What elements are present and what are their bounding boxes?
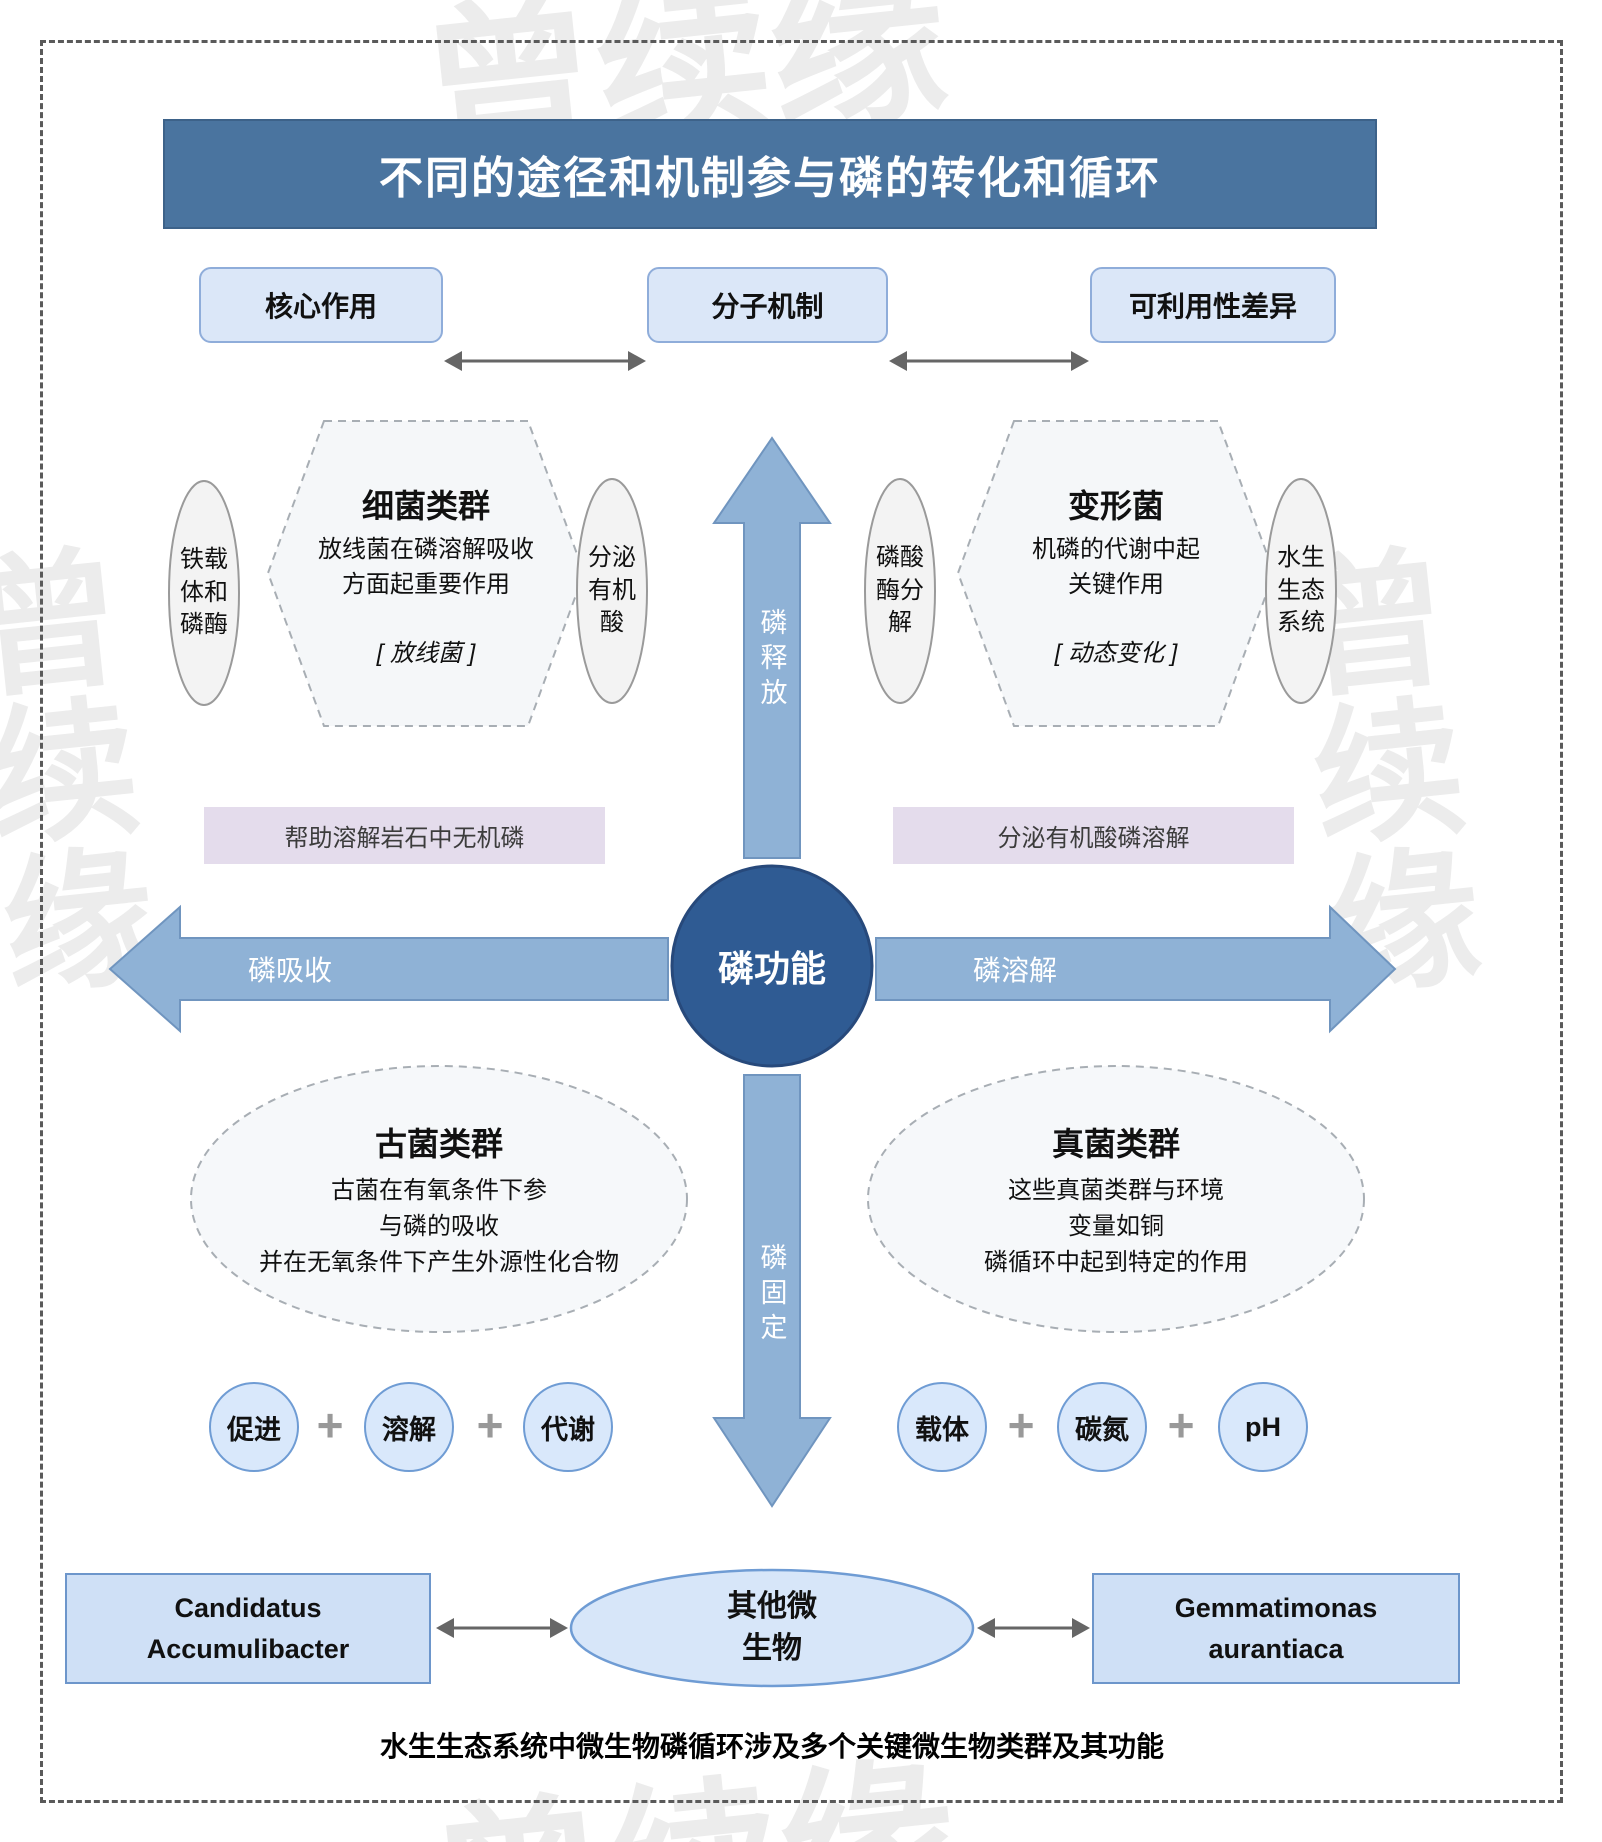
arrow-right-label: 磷溶解 <box>972 955 1057 986</box>
hexagon-bacteria-desc: 放线菌在磷溶解吸收 方面起重要作用 <box>318 536 534 599</box>
chip-carbon-nitrogen[interactable]: 碳氮 <box>1057 1382 1147 1472</box>
arrow-up-shape <box>712 436 832 859</box>
arrow-right-shape <box>875 904 1397 1034</box>
chip-dissolve[interactable]: 溶解 <box>364 1382 454 1472</box>
bottom-box-gemmatimonas-aurantiaca[interactable]: Gemmatimonas aurantiaca <box>1092 1573 1460 1684</box>
fungi-desc: 这些真菌类群与环境 变量如铜 磷循环中起到特定的作用 <box>984 1177 1248 1276</box>
archaea-title: 古菌类群 <box>374 1126 503 1162</box>
hexagon-proteobacteria: 变形菌 机磷的代谢中起 关键作用 [ 动态变化 ] <box>986 455 1246 700</box>
fungi-title: 真菌类群 <box>1051 1126 1180 1162</box>
arrow-up-label: 磷释放 <box>756 607 787 713</box>
hexagon-left-shape <box>266 420 586 727</box>
hexagon-proteobacteria-tag: [ 动态变化 ] <box>1054 639 1178 667</box>
chip-ph[interactable]: pH <box>1218 1382 1308 1472</box>
other-microbes-ellipse-label[interactable]: 其他微 生物 <box>727 1590 817 1665</box>
dashed-ellipse-fungi: 真菌类群 这些真菌类群与环境 变量如铜 磷循环中起到特定的作用 <box>896 1090 1336 1310</box>
arrow-down-shape <box>712 1074 832 1508</box>
plus-separator: + <box>476 1399 504 1451</box>
dashed-ellipse-archaea-shape <box>190 1065 688 1333</box>
connector-arrows <box>436 351 1090 1638</box>
plus-separator: + <box>1167 1399 1195 1451</box>
diagram-caption: 水生生态系统中微生物磷循环涉及多个关键微生物类群及其功能 <box>379 1731 1164 1762</box>
ellipse-iron-carrier-shape <box>168 480 240 706</box>
bottom-box-candidatus-accumulibacter[interactable]: Candidatus Accumulibacter <box>65 1573 431 1684</box>
archaea-desc: 古菌在有氧条件下参 与磷的吸收 并在无氧条件下产生外源性化合物 <box>259 1177 619 1276</box>
hexagon-bacteria: 细菌类群 放线菌在磷溶解吸收 方面起重要作用 [ 放线菌 ] <box>296 455 556 700</box>
dashed-ellipse-fungi-shape <box>867 1065 1365 1333</box>
other-microbes-ellipse-shape <box>569 1568 975 1688</box>
plus-separator: + <box>1007 1399 1035 1451</box>
hexagon-bacteria-title: 细菌类群 <box>361 488 490 524</box>
center-circle-label[interactable]: 磷功能 <box>717 948 826 989</box>
ellipse-organic-acid-shape <box>576 478 648 704</box>
outer-dashed-border <box>40 40 1563 1803</box>
plus-separator: + <box>316 1399 344 1451</box>
arrow-down-label: 磷固定 <box>756 1242 787 1348</box>
hexagon-right-shape <box>956 420 1276 727</box>
chip-metabolism[interactable]: 代谢 <box>523 1382 613 1472</box>
hexagon-bacteria-tag: [ 放线菌 ] <box>376 639 476 667</box>
ellipse-phosphatase-label: 磷酸 酶分 解 <box>876 544 924 637</box>
ellipse-iron-carrier-label: 铁载 体和 磷酶 <box>180 546 228 639</box>
ellipse-phosphatase-shape <box>864 478 936 704</box>
top-box-core-role[interactable]: 核心作用 <box>199 267 443 343</box>
chip-promote[interactable]: 促进 <box>209 1382 299 1472</box>
arrow-left-label: 磷吸收 <box>247 955 332 986</box>
title-banner: 不同的途径和机制参与磷的转化和循环 <box>163 119 1377 229</box>
dashed-ellipse-archaea: 古菌类群 古菌在有氧条件下参 与磷的吸收 并在无氧条件下产生外源性化合物 <box>219 1090 659 1310</box>
ellipse-organic-acid-label: 分泌 有机 酸 <box>588 544 636 637</box>
center-circle-shape <box>670 864 874 1068</box>
note-box-organic-acid-dissolution: 分泌有机酸磷溶解 <box>893 807 1294 864</box>
note-box-dissolve-inorganic-p: 帮助溶解岩石中无机磷 <box>204 807 605 864</box>
top-box-availability-difference[interactable]: 可利用性差异 <box>1090 267 1336 343</box>
top-box-molecular-mechanism[interactable]: 分子机制 <box>647 267 888 343</box>
ellipse-aquatic-shape <box>1265 478 1337 704</box>
arrow-left-shape <box>108 904 669 1034</box>
chip-carrier[interactable]: 载体 <box>897 1382 987 1472</box>
ellipse-aquatic-label: 水生 生态 系统 <box>1277 544 1325 637</box>
hexagon-proteobacteria-title: 变形菌 <box>1067 488 1164 524</box>
hexagon-proteobacteria-desc: 机磷的代谢中起 关键作用 <box>1032 536 1200 599</box>
